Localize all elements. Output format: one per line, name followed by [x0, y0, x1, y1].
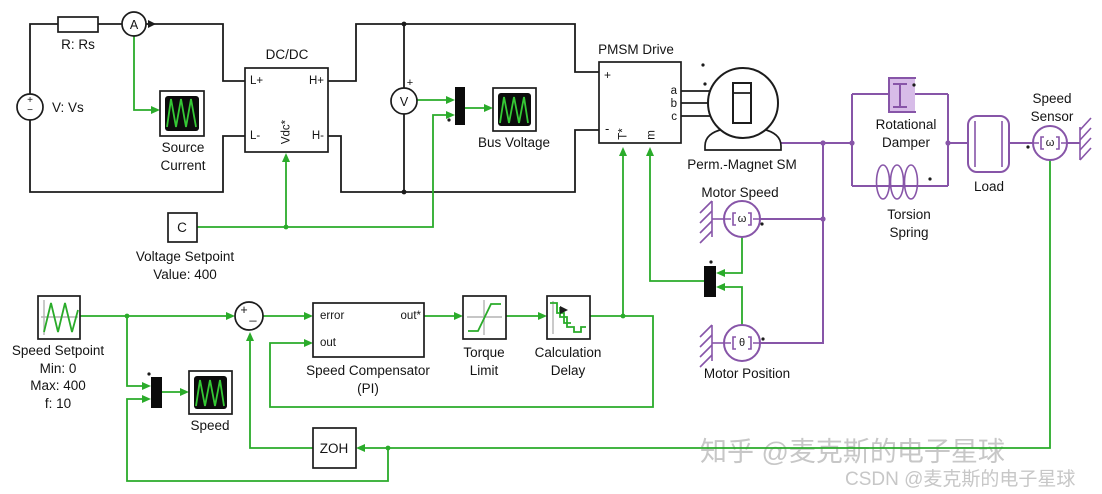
speed-compensator-block[interactable]: [312, 302, 425, 358]
dcdc-title: DC/DC: [265, 47, 309, 62]
ammeter-block[interactable]: [121, 11, 147, 37]
signal-voltage-setpoint[interactable]: [197, 111, 455, 230]
voltmeter-block[interactable]: [390, 87, 418, 115]
pmsm-port-minus: -: [605, 121, 610, 136]
resistor-block[interactable]: [57, 16, 99, 33]
sum-minus-sign: _: [249, 308, 257, 322]
signal-speed-setpoint[interactable]: [80, 312, 313, 396]
compensator-port-error: error: [320, 310, 345, 322]
motor-position-ground-icon: [699, 324, 724, 368]
motor-speed-sensor-block[interactable]: [723, 200, 761, 238]
rotational-damper-label: Rotational Damper: [875, 117, 937, 150]
calculation-delay-block[interactable]: [546, 295, 591, 340]
voltage-setpoint-glyph: C: [177, 220, 187, 235]
motor-speed-ground-icon: [699, 200, 724, 244]
pmsm-port-b: b: [670, 98, 677, 110]
shaft-mechanical[interactable]: [760, 93, 1080, 344]
ammeter-glyph: A: [129, 18, 139, 32]
speed-sensor-glyph: ω: [1045, 137, 1055, 149]
dcdc-port-lminus: L-: [250, 130, 261, 142]
motor-position-label: Motor Position: [703, 366, 791, 381]
zoh-glyph: ZOH: [319, 441, 349, 456]
resistor-label: R: Rs: [61, 37, 95, 52]
sum-junction-block[interactable]: [234, 301, 264, 331]
voltage-setpoint-label: Voltage Setpoint Value: 400: [135, 249, 235, 282]
delay-arrow-icon: [560, 306, 568, 314]
torque-limit-label: Torque Limit: [463, 345, 505, 378]
speed-sensor-label: Speed Sensor: [1030, 91, 1074, 124]
load-block[interactable]: [967, 115, 1010, 173]
signal-speed-feedback[interactable]: [126, 160, 1051, 482]
watermark-zhihu: 知乎 @麦克斯的电子星球: [700, 437, 1005, 467]
signal-voltmeter-to-mux[interactable]: [417, 96, 493, 112]
speed-scope-block[interactable]: [188, 370, 233, 415]
signal-motor-feedback[interactable]: [646, 147, 743, 325]
signal-ammeter-to-scope[interactable]: [133, 36, 160, 114]
signal-torque-reference[interactable]: [269, 147, 654, 408]
motor-feedback-mux[interactable]: [704, 266, 716, 297]
pmsm-port-a: a: [670, 85, 677, 97]
zoh-block[interactable]: [312, 427, 357, 469]
port-marker-dots: [147, 63, 1030, 376]
dcdc-converter-block[interactable]: [244, 67, 329, 153]
arrowhead: [148, 20, 156, 28]
bus-voltage-scope-label: Bus Voltage: [477, 135, 551, 150]
calculation-delay-label: Calculation Delay: [534, 345, 602, 378]
speed-display-mux[interactable]: [151, 377, 162, 408]
compensator-port-out: out: [320, 337, 336, 349]
compensator-port-out-star: out*: [400, 310, 421, 322]
torque-limit-block[interactable]: [462, 295, 507, 340]
speed-sensor-ground-icon: [1079, 117, 1092, 161]
watermark-csdn: CSDN @麦克斯的电子星球: [845, 469, 1076, 490]
speed-sensor-block[interactable]: [1032, 125, 1068, 161]
voltmeter-glyph: V: [399, 95, 409, 109]
source-minus-sign: −: [27, 105, 33, 116]
dcdc-port-vdc: Vdc*: [280, 119, 293, 145]
torsion-spring-block[interactable]: [875, 164, 919, 200]
rotational-damper-block[interactable]: [888, 77, 916, 113]
voltage-setpoint-block[interactable]: [167, 212, 198, 243]
dcdc-port-hminus: H-: [311, 130, 324, 142]
sum-plus-sign: +: [240, 303, 248, 317]
pmsm-port-c: c: [671, 111, 677, 123]
speed-setpoint-label: Speed Setpoint Min: 0 Max: 400 f: 10: [11, 343, 105, 411]
source-plus-sign: +: [27, 95, 33, 106]
speed-setpoint-block[interactable]: [37, 295, 81, 340]
speed-compensator-label: Speed Compensator (PI): [306, 363, 430, 396]
speed-scope-label: Speed: [190, 418, 230, 433]
wire-source-circuit[interactable]: [29, 20, 245, 193]
bus-voltage-scope-block[interactable]: [492, 87, 537, 132]
source-current-scope-block[interactable]: [159, 90, 205, 137]
source-current-scope-label: Source Current: [160, 140, 206, 173]
motor-label: Perm.-Magnet SM: [687, 157, 797, 172]
voltage-source-block[interactable]: [16, 93, 44, 121]
wire-abc-phases[interactable]: [681, 90, 712, 117]
voltmeter-plus-sign: +: [406, 77, 414, 89]
dcdc-port-hplus: H+: [308, 75, 324, 87]
dcdc-port-lplus: L+: [250, 75, 264, 87]
pmsm-drive-title: PMSM Drive: [598, 42, 674, 57]
pmsm-port-plus: +: [604, 68, 612, 82]
motor-speed-label: Motor Speed: [701, 185, 779, 200]
pmsm-port-m: m: [645, 130, 658, 140]
motor-position-glyph: θ: [738, 337, 746, 349]
pmsm-drive-block[interactable]: [598, 61, 682, 144]
wire-dc-bus[interactable]: [328, 21, 599, 195]
pmsm-port-t: T*: [617, 128, 630, 140]
motor-speed-glyph: ω: [737, 213, 747, 225]
voltage-source-label: V: Vs: [52, 100, 84, 115]
pmsm-motor-block[interactable]: [704, 67, 782, 151]
load-label: Load: [973, 179, 1005, 194]
bus-voltage-mux[interactable]: [455, 87, 465, 125]
torsion-spring-label: Torsion Spring: [887, 207, 931, 240]
